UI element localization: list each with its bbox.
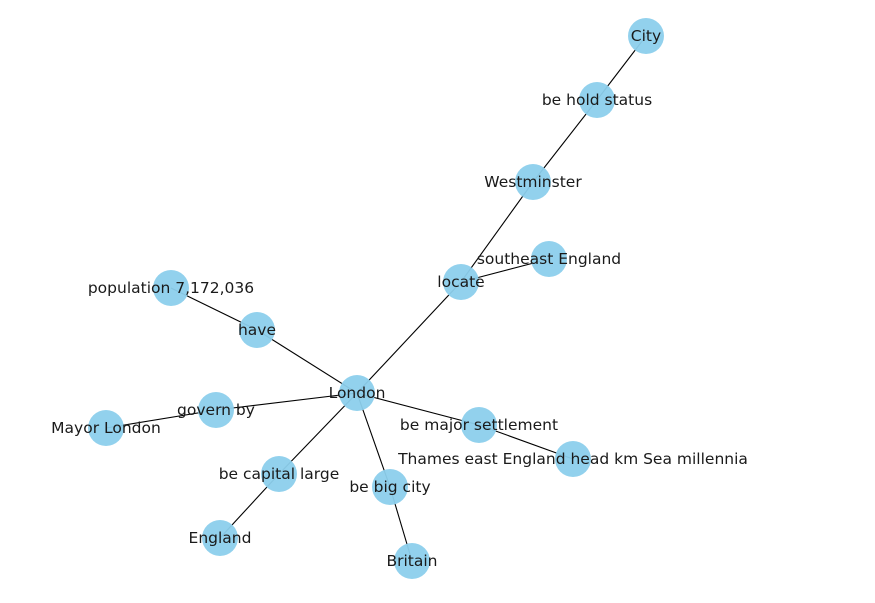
node-population [153,270,189,306]
node-label-london: London [329,384,386,402]
edge-london-be_major_settlement [356,392,480,426]
node-label-locate: locate [437,273,484,291]
node-label-britain: Britain [386,552,437,570]
node-britain [394,543,430,579]
node-label-southeast_england: southeast England [477,250,621,268]
edge-london-have [256,329,358,394]
node-label-england: England [189,529,252,547]
node-label-be_big_city: be big city [349,478,430,496]
edge-locate-westminster [460,181,534,283]
node-label-city: City [631,27,661,45]
node-label-govern_by: govern by [177,401,255,419]
node-westminster [515,164,551,200]
node-label-population: population 7,172,036 [88,279,254,297]
node-city [628,18,664,54]
node-layer [88,18,664,579]
node-label-thames: Thames east England head km Sea millenni… [397,450,748,468]
edge-govern_by-mayor_london [105,409,217,429]
node-locate [443,264,479,300]
node-be_hold_status [579,82,615,118]
node-southeast_england [531,241,567,277]
node-label-be_hold_status: be hold status [542,91,652,109]
node-england [202,520,238,556]
node-london [339,375,375,411]
node-be_big_city [372,469,408,505]
node-label-have: have [238,321,276,339]
node-label-westminster: Westminster [484,173,582,191]
node-be_capital_large [261,456,297,492]
node-be_major_settlement [461,407,497,443]
node-label-mayor_london: Mayor London [51,419,161,437]
node-govern_by [198,392,234,428]
node-label-be_capital_large: be capital large [219,465,340,483]
edge-london-govern_by [215,392,358,411]
node-mayor_london [88,410,124,446]
edge-london-be_capital_large [278,392,358,475]
node-have [239,312,275,348]
edge-london-locate [356,281,462,394]
label-layer: London locate Westminster be hold status Cit… [51,27,748,570]
node-label-be_major_settlement: be major settlement [400,416,558,434]
node-thames [555,441,591,477]
